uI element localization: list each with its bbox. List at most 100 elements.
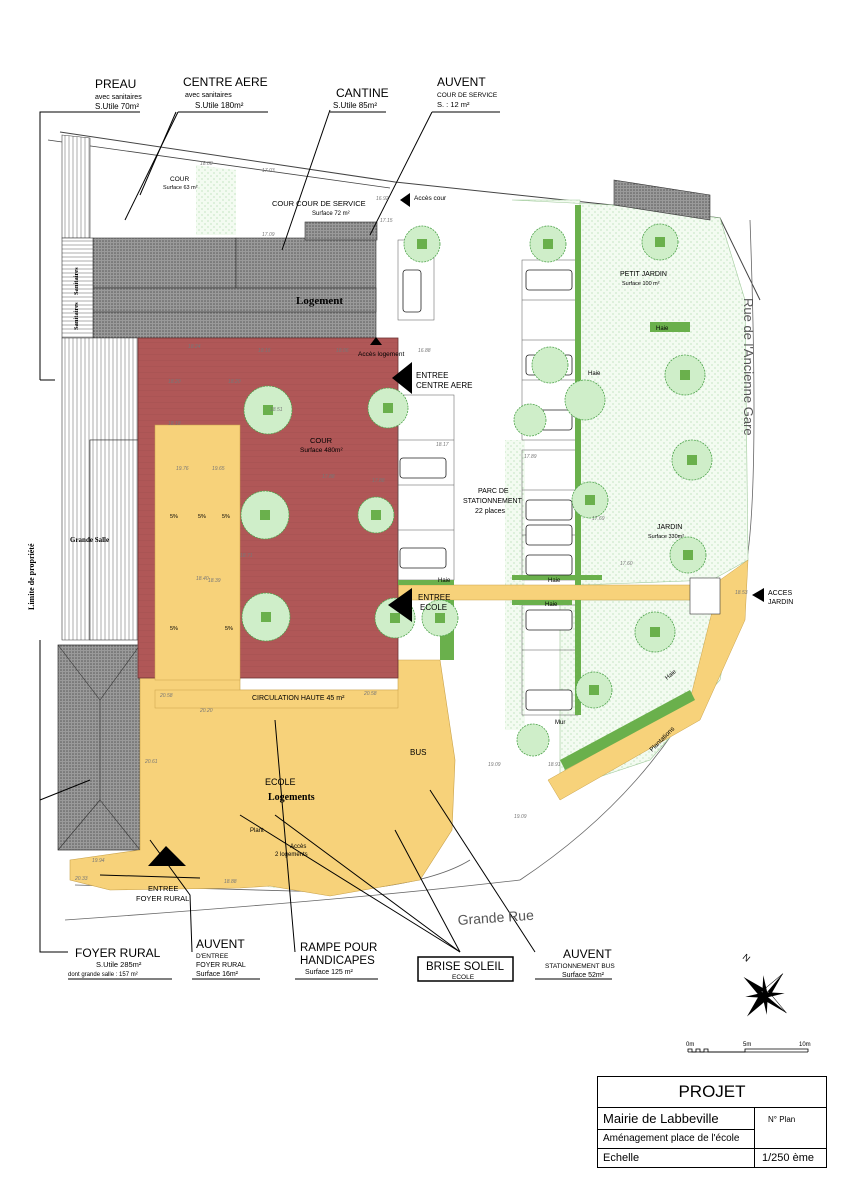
scale-5: 5m [743, 1042, 751, 1048]
entree-ecole-1: ENTREE [418, 593, 450, 602]
sanitaires-1: Sanitaires [73, 267, 80, 295]
label-centre-aere: CENTRE AERE avec sanitaires S.Utile 180m… [178, 75, 268, 113]
spot-level: 17.03 [262, 168, 275, 174]
spot-level: 16.88 [418, 348, 431, 354]
cantine-title: CANTINE [336, 86, 389, 100]
plan-number-label: N° Plan [768, 1115, 796, 1124]
brise-soleil-line1: ECOLE [452, 974, 475, 981]
rampe-line1: Surface 125 m² [305, 969, 354, 976]
spot-level: 17.15 [380, 218, 393, 224]
spot-level: 20.61 [144, 759, 158, 765]
mur-label: Mur [555, 720, 565, 726]
cour-service-title: COUR COUR DE SERVICE [272, 199, 366, 208]
spot-level: 17.09 [262, 232, 275, 238]
mairie-name: Mairie de Labbeville [603, 1111, 719, 1126]
acces-logements-2: 2 logements [275, 852, 308, 858]
spot-level: 18.20 [168, 379, 181, 385]
spot-level: 18.53 [735, 590, 748, 596]
ramp-pct-5: 5% [225, 626, 233, 632]
spot-level: 17.69 [592, 516, 605, 522]
spot-level: 18.88 [200, 161, 213, 167]
street-south: Grande Rue [457, 907, 534, 928]
auvent-foyer-line3: Surface 16m² [196, 971, 239, 978]
spot-level: 17.89 [524, 454, 537, 460]
auvent-cour-line1: COUR DE SERVICE [437, 92, 498, 99]
entree-centre-2: CENTRE AERE [416, 381, 472, 390]
label-foyer-rural: FOYER RURAL S.Utile 285m² dont grande sa… [68, 946, 172, 980]
jardin-title: JARDIN [657, 524, 682, 531]
leader-lines [39, 109, 536, 953]
ramp-pct-4: 5% [170, 626, 178, 632]
acces-cour: Accès cour [414, 195, 447, 202]
spot-level: 19.09 [514, 814, 527, 820]
auvent-bus-title: AUVENT [563, 947, 612, 961]
auvent-bus-line1: STATIONNEMENT BUS [545, 963, 615, 970]
grande-salle: Grande Salle [70, 536, 109, 544]
petit-jardin-title: PETIT JARDIN [620, 271, 667, 278]
logement-top: Logement [296, 295, 343, 307]
auvent-foyer-line2: FOYER RURAL [196, 962, 246, 969]
acces-jardin-2: JARDIN [768, 599, 793, 606]
entree-centre-1: ENTREE [416, 371, 448, 380]
jardin-surface: Surface 330m² [648, 534, 684, 540]
cour-service-surface: Surface 72 m² [312, 211, 350, 217]
spot-level: 17.88 [372, 478, 385, 484]
spot-level: 20.20 [199, 708, 213, 714]
spot-level: 18.16 [258, 348, 271, 354]
scale-bar [687, 1048, 809, 1053]
spot-level: 17.60 [620, 561, 633, 567]
plant-label: Plant [250, 828, 264, 834]
centre-aere-title: CENTRE AERE [183, 75, 268, 89]
limite-propriete: Limite de propriété [27, 543, 36, 610]
auvent-foyer-title: AUVENT [196, 937, 245, 951]
label-auvent-foyer: AUVENT D'ENTREE FOYER RURAL Surface 16m² [192, 937, 260, 980]
centre-aere-line1: avec sanitaires [185, 92, 232, 99]
circulation: CIRCULATION HAUTE 45 m² [252, 695, 345, 702]
foyer-rural-line2: dont grande salle : 157 m² [68, 972, 138, 978]
auvent-bus-line2: Surface 52m² [562, 972, 605, 979]
entree-ecole-2: ECOLE [420, 603, 447, 612]
spot-level: 19.65 [212, 466, 225, 472]
auvent-cour-line2: S. : 12 m² [437, 100, 470, 109]
spot-level: 18.40 [196, 576, 209, 582]
label-preau: PREAU avec sanitaires S.Utile 70m² [92, 77, 142, 113]
cour-main-title: COUR [310, 436, 333, 445]
label-cantine: CANTINE S.Utile 85m² [330, 86, 389, 113]
cour-small-title: COUR [170, 176, 189, 183]
label-rampe: RAMPE POUR HANDICAPES Surface 125 m² [295, 942, 378, 980]
acces-logement: Accès logement [358, 351, 404, 358]
amenagement: Aménagement place de l'école [603, 1133, 740, 1144]
label-auvent-cour: AUVENT COUR DE SERVICE S. : 12 m² [432, 75, 500, 113]
auvent-cour-title: AUVENT [437, 75, 486, 89]
cour-small-surface: Surface 63 m² [163, 185, 198, 191]
spot-level: 20.58 [159, 693, 173, 699]
bus-label: BUS [410, 748, 426, 757]
scale-10: 10m [799, 1042, 811, 1048]
preau-title: PREAU [95, 77, 136, 91]
brise-soleil-title: BRISE SOLEIL [426, 961, 505, 973]
entree-foyer-2: FOYER RURAL [136, 894, 189, 903]
cour-main-surface: Surface 480m² [300, 447, 343, 454]
parking-1: PARC DE [478, 488, 509, 495]
foyer-rural-line1: S.Utile 285m² [96, 960, 142, 969]
centre-aere-line2: S.Utile 180m² [195, 101, 244, 110]
tree-centres [260, 237, 697, 695]
echelle-value: 1/250 ème [762, 1152, 814, 1164]
north-label: N [741, 952, 752, 964]
spot-level: 18.17 [436, 442, 449, 448]
title-block: PROJET Mairie de Labbeville N° Plan Amén… [597, 1076, 827, 1168]
spot-level: 16.92 [376, 196, 389, 202]
haie-3: Haie [545, 602, 558, 608]
haie-1: Haie [438, 578, 451, 584]
ramp-pct-2: 5% [198, 514, 206, 520]
spot-level: 18.18 [168, 421, 181, 427]
spot-level: 18.06 [336, 348, 349, 354]
ecole-label: ECOLE [265, 777, 296, 787]
spot-level: 20.33 [74, 876, 88, 882]
compass-icon [743, 973, 787, 1017]
spot-level: 18.91 [548, 762, 561, 768]
spot-level: 18.39 [208, 578, 221, 584]
preau-line2: S.Utile 70m² [95, 102, 139, 111]
projet-title: PROJET [678, 1082, 746, 1101]
spot-level: 18.20 [228, 379, 241, 385]
